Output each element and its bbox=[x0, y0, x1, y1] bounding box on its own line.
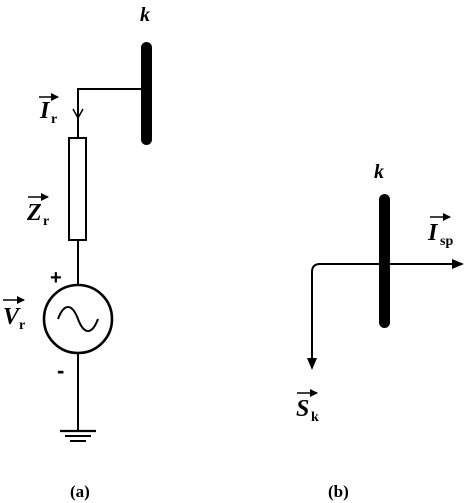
bus-label-a: k bbox=[140, 4, 150, 26]
bus-bar-b bbox=[379, 194, 390, 328]
caption-a: (a) bbox=[70, 482, 90, 501]
svg-text:I: I bbox=[427, 220, 439, 246]
impedance-box bbox=[68, 137, 87, 241]
caption-b: (b) bbox=[328, 482, 349, 501]
ground-icon bbox=[60, 429, 96, 442]
current-label-isp: I sp bbox=[427, 213, 453, 249]
current-direction-arrow bbox=[72, 108, 84, 120]
svg-text:r: r bbox=[19, 318, 25, 333]
plus-sign: + bbox=[50, 267, 62, 289]
power-arrowhead bbox=[307, 358, 317, 370]
current-arrowhead bbox=[452, 259, 464, 269]
voltage-label-vr: V r bbox=[3, 296, 25, 333]
svg-text:k: k bbox=[311, 410, 319, 425]
panel-b: k I sp S k (b) bbox=[296, 161, 464, 501]
impedance-label-zr: Z r bbox=[26, 193, 49, 229]
wire-bus-to-impedance bbox=[77, 88, 146, 138]
svg-text:r: r bbox=[51, 112, 57, 127]
svg-text:V: V bbox=[3, 304, 21, 330]
power-flow-line bbox=[311, 263, 321, 360]
power-label-sk: S k bbox=[296, 389, 319, 425]
svg-text:r: r bbox=[43, 214, 49, 229]
current-label-ir: I r bbox=[39, 93, 59, 127]
panel-a: k I r Z r + V r - bbox=[3, 4, 152, 501]
svg-text:Z: Z bbox=[26, 200, 42, 226]
bus-label-b: k bbox=[374, 161, 384, 183]
bus-bar-a bbox=[141, 42, 152, 145]
svg-text:I: I bbox=[39, 98, 51, 124]
minus-sign: - bbox=[57, 358, 64, 383]
svg-text:S: S bbox=[296, 396, 309, 422]
svg-text:sp: sp bbox=[440, 234, 453, 249]
sine-wave-icon bbox=[57, 306, 99, 332]
